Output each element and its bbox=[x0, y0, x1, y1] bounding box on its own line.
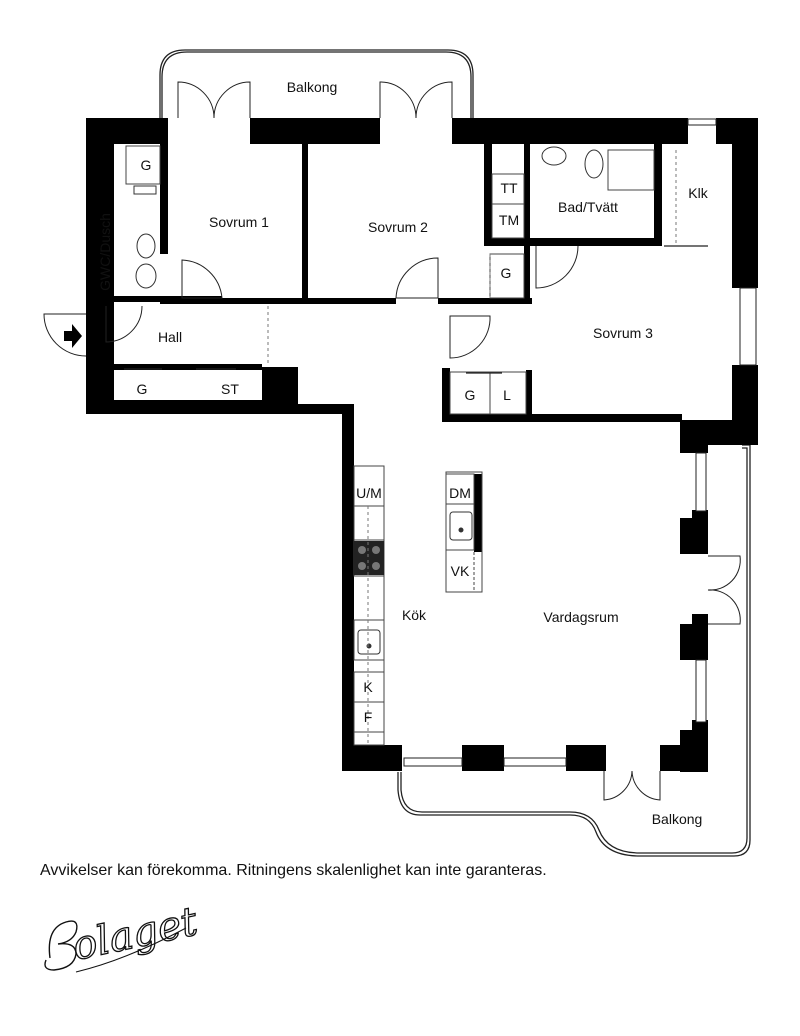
room-vardagsrum: Vardagsrum bbox=[543, 609, 618, 625]
fixture-l-sovrum3: L bbox=[503, 387, 511, 403]
dashed-lines bbox=[267, 150, 677, 745]
svg-text:olaget: olaget bbox=[69, 898, 203, 969]
room-gwc-dusch: GWC/Dusch bbox=[97, 213, 113, 291]
balcony-top-outline bbox=[159, 49, 474, 118]
bolaget-logo: olaget bbox=[44, 898, 203, 973]
fixtures-outlines bbox=[125, 145, 655, 746]
fixture-um: U/M bbox=[356, 485, 382, 501]
fixture-tm: TM bbox=[499, 212, 519, 228]
fixture-g-top-left: G bbox=[141, 157, 152, 173]
fixture-vk: VK bbox=[451, 563, 470, 579]
fixture-dm: DM bbox=[449, 485, 471, 501]
fixture-k: K bbox=[363, 679, 373, 695]
fixture-g-sovrum3: G bbox=[465, 387, 476, 403]
sliding-doors bbox=[124, 245, 708, 374]
fixture-g-hall: G bbox=[137, 381, 148, 397]
room-sovrum-2: Sovrum 2 bbox=[368, 219, 428, 235]
floor-plan: Balkong Sovrum 1 Sovrum 2 Bad/Tvätt Klk … bbox=[43, 49, 758, 857]
fixture-f: F bbox=[364, 709, 373, 725]
fixture-g-sovrum2: G bbox=[501, 265, 512, 281]
room-sovrum-1: Sovrum 1 bbox=[209, 214, 269, 230]
fixture-st-hall: ST bbox=[221, 381, 239, 397]
doors bbox=[43, 81, 741, 801]
bathroom-fixtures-icon bbox=[133, 146, 604, 289]
room-sovrum-3: Sovrum 3 bbox=[593, 325, 653, 341]
disclaimer-text: Avvikelser kan förekomma. Ritningens ska… bbox=[40, 862, 547, 879]
room-kok: Kök bbox=[402, 607, 427, 623]
room-balkong-top: Balkong bbox=[287, 79, 338, 95]
windows bbox=[403, 118, 757, 767]
entrance-arrow-icon bbox=[64, 324, 82, 348]
fixture-tt: TT bbox=[500, 180, 518, 196]
kitchen-sink-icon bbox=[357, 511, 473, 655]
interior-walls bbox=[106, 144, 682, 552]
room-klk: Klk bbox=[688, 185, 708, 201]
exterior-walls bbox=[86, 118, 758, 772]
stove-icon bbox=[354, 541, 384, 575]
room-bad-tvatt: Bad/Tvätt bbox=[558, 199, 618, 215]
room-balkong-bottom: Balkong bbox=[652, 811, 703, 827]
room-hall: Hall bbox=[158, 329, 182, 345]
balcony-bottom-outline bbox=[397, 444, 751, 857]
